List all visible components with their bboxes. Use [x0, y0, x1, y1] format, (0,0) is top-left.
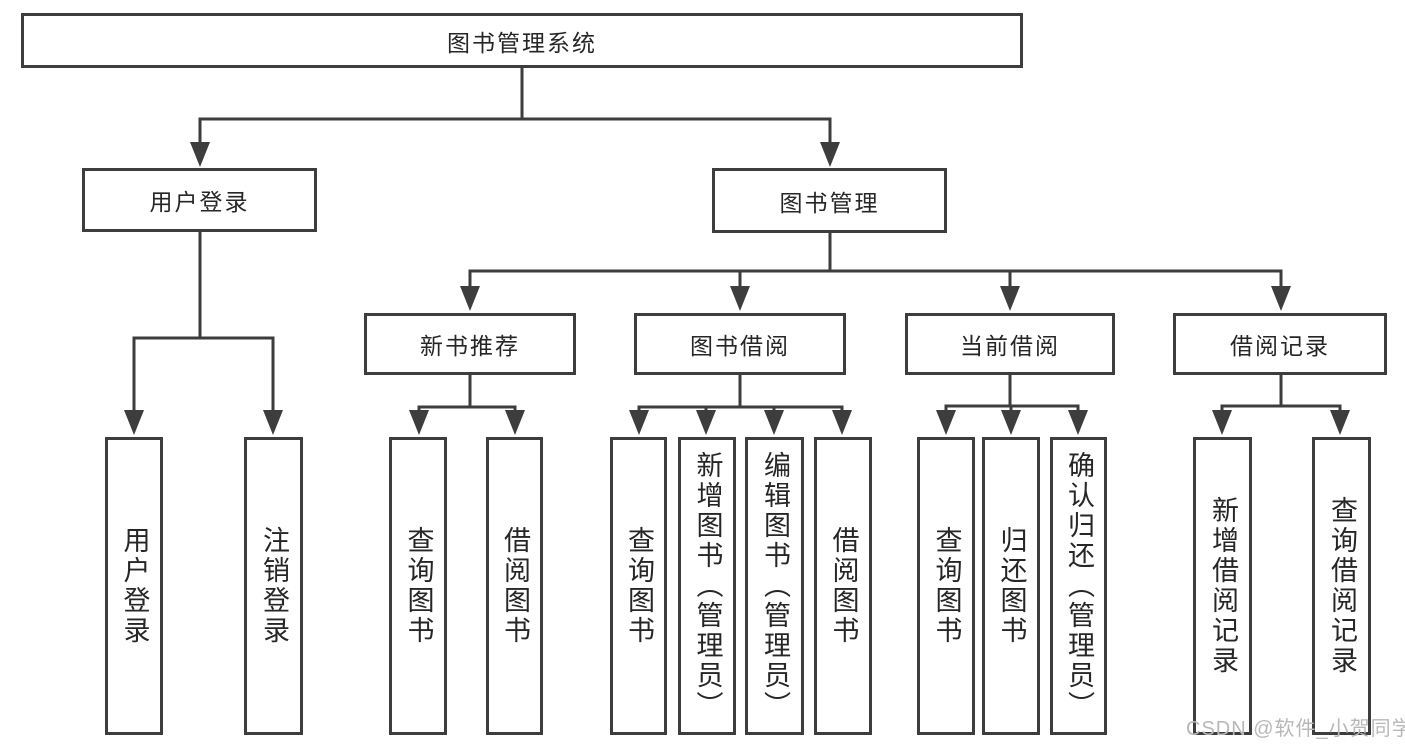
- leaf-return-book: 归还图书: [982, 437, 1040, 735]
- node-label: 借阅图书: [828, 526, 859, 646]
- node-label: 当前借阅: [960, 333, 1060, 359]
- node-label: 归还图书: [996, 526, 1027, 646]
- node-book-management: 图书管理: [712, 168, 947, 233]
- leaf-query-books-borrow: 查询图书: [610, 437, 667, 735]
- node-label: 图书管理: [779, 189, 880, 216]
- leaf-add-borrow-record: 新增借阅记录: [1193, 437, 1252, 735]
- node-label: 借阅图书: [500, 526, 530, 646]
- node-label: 图书管理系统: [447, 29, 597, 56]
- node-current-borrow: 当前借阅: [905, 313, 1115, 375]
- node-label: 注销登录: [259, 526, 289, 646]
- node-label: 新增图书（管理员）: [692, 451, 723, 721]
- leaf-borrow-books: 借阅图书: [814, 437, 872, 735]
- node-new-book-recommend: 新书推荐: [364, 313, 576, 375]
- node-label: 查询图书: [624, 526, 654, 646]
- leaf-add-book-admin: 新增图书（管理员）: [678, 437, 736, 735]
- leaf-query-books-current: 查询图书: [917, 437, 975, 735]
- node-library-management-system: 图书管理系统: [21, 13, 1023, 68]
- node-label: 借阅记录: [1230, 333, 1330, 359]
- node-label: 查询图书: [931, 526, 962, 646]
- node-label: 查询图书: [403, 526, 434, 646]
- node-book-borrow: 图书借阅: [634, 313, 846, 375]
- node-label: 新书推荐: [420, 333, 520, 359]
- leaf-confirm-return-admin: 确认归还（管理员）: [1050, 437, 1107, 735]
- csdn-watermark: CSDN @软件_小贺同学: [1186, 718, 1405, 740]
- node-label: 用户登录: [119, 526, 150, 646]
- leaf-query-books-recommend: 查询图书: [389, 437, 447, 735]
- leaf-query-borrow-record: 查询借阅记录: [1312, 437, 1371, 735]
- node-label: 查询借阅记录: [1327, 496, 1357, 676]
- leaf-logout: 注销登录: [244, 437, 303, 735]
- node-label: 图书借阅: [690, 333, 790, 359]
- leaf-borrow-books-recommend: 借阅图书: [486, 437, 543, 735]
- leaf-user-login: 用户登录: [105, 437, 163, 735]
- node-user-login: 用户登录: [82, 168, 317, 232]
- node-label: 编辑图书（管理员）: [760, 451, 790, 721]
- node-borrow-records: 借阅记录: [1173, 313, 1387, 375]
- node-label: 新增借阅记录: [1208, 496, 1238, 676]
- node-label: 用户登录: [149, 189, 250, 215]
- node-label: 确认归还（管理员）: [1064, 451, 1094, 721]
- leaf-edit-book-admin: 编辑图书（管理员）: [745, 437, 804, 735]
